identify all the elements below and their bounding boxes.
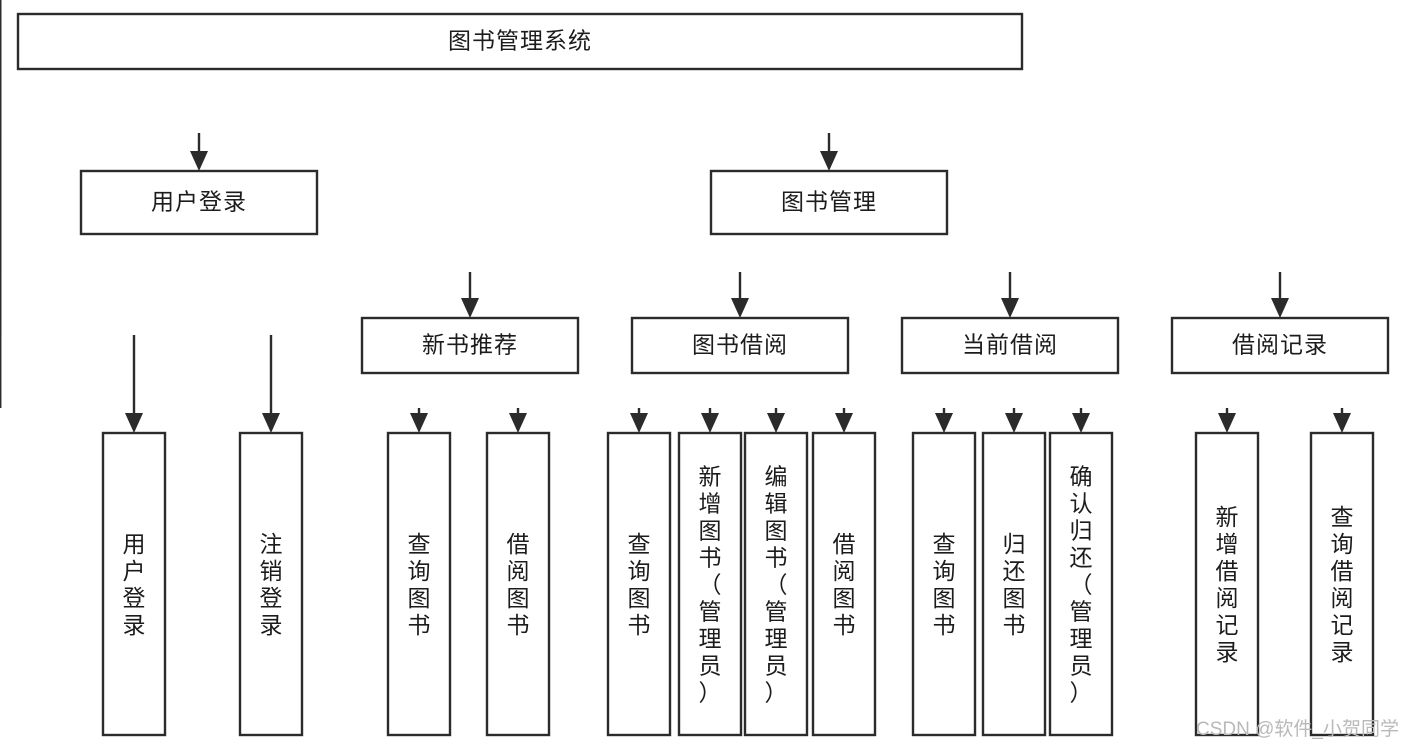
arrow-head-icon — [767, 413, 785, 433]
connectors-layer — [0, 0, 1351, 433]
node-l2-user-login[interactable]: 用户登录 — [79, 169, 319, 236]
node-label: 查询图书 — [628, 531, 651, 638]
node-label: 当前借阅 — [962, 332, 1058, 358]
csdn-watermark: CSDN @软件_小贺同学 — [1196, 718, 1399, 740]
node-label: 借阅记录 — [1232, 332, 1328, 358]
node-label: 确认归还（管理员） — [1070, 464, 1093, 706]
arrow-head-icon — [1001, 298, 1019, 318]
node-box-rect — [386, 431, 452, 737]
arrow-head-icon — [731, 298, 749, 318]
node-l3-book-borrow[interactable]: 图书借阅 — [630, 316, 850, 375]
node-box-rect — [677, 431, 743, 737]
node-label: 查询借阅记录 — [1331, 504, 1354, 665]
arrow-head-icon — [1005, 413, 1023, 433]
node-box-rect — [79, 169, 319, 236]
node-label: 新书推荐 — [422, 332, 518, 358]
node-label: 新增图书（管理员） — [699, 464, 722, 706]
node-box-rect — [16, 12, 1024, 71]
node-label: 图书管理 — [781, 189, 877, 215]
node-box-rect — [360, 316, 580, 375]
node-leaf-leaf-user-login[interactable]: 用户登录 — [101, 431, 167, 737]
node-box-rect — [238, 431, 304, 737]
node-label: 图书借阅 — [692, 332, 788, 358]
node-box-rect — [709, 169, 949, 236]
node-label: 借阅图书 — [507, 531, 530, 638]
arrow-head-icon — [262, 413, 280, 433]
node-label: 编辑图书（管理员） — [765, 464, 788, 706]
node-leaf-leaf-query-book-newbook[interactable]: 查询图书 — [386, 431, 452, 737]
node-label: 归还图书 — [1003, 531, 1026, 638]
node-label: 用户登录 — [123, 531, 146, 638]
node-label: 查询图书 — [933, 531, 956, 638]
node-leaf-leaf-add-borrow-record[interactable]: 新增借阅记录 — [1194, 431, 1260, 737]
node-box-rect — [1309, 431, 1375, 737]
node-leaf-leaf-return-book[interactable]: 归还图书 — [981, 431, 1047, 737]
node-leaf-leaf-confirm-return-admin[interactable]: 确认归还（管理员） — [1048, 431, 1114, 737]
arrow-head-icon — [835, 413, 853, 433]
node-leaf-leaf-add-book-admin[interactable]: 新增图书（管理员） — [677, 431, 743, 737]
node-label: 图书管理系统 — [448, 28, 592, 54]
arrow-head-icon — [410, 413, 428, 433]
node-l3-current-borrow[interactable]: 当前借阅 — [900, 316, 1120, 375]
node-box-rect — [811, 431, 877, 737]
arrow-head-icon — [701, 413, 719, 433]
node-root-book-management-system[interactable]: 图书管理系统 — [16, 12, 1024, 71]
arrow-head-icon — [1333, 413, 1351, 433]
node-box-rect — [900, 316, 1120, 375]
node-leaf-leaf-logout[interactable]: 注销登录 — [238, 431, 304, 737]
arrow-head-icon — [1072, 413, 1090, 433]
node-leaf-leaf-query-book-current[interactable]: 查询图书 — [911, 431, 977, 737]
node-label: 借阅图书 — [833, 531, 856, 638]
node-box-rect — [981, 431, 1047, 737]
node-l3-new-book-recommend[interactable]: 新书推荐 — [360, 316, 580, 375]
node-label: 注销登录 — [260, 531, 283, 638]
arrow-head-icon — [125, 413, 143, 433]
node-box-rect — [485, 431, 551, 737]
node-leaf-leaf-query-borrow-record[interactable]: 查询借阅记录 — [1309, 431, 1375, 737]
arrow-head-icon — [630, 413, 648, 433]
node-label: 查询图书 — [408, 531, 431, 638]
node-box-rect — [630, 316, 850, 375]
node-leaf-leaf-edit-book-admin[interactable]: 编辑图书（管理员） — [743, 431, 809, 737]
node-leaf-leaf-borrow-book-newbook[interactable]: 借阅图书 — [485, 431, 551, 737]
arrow-head-icon — [935, 413, 953, 433]
node-box-rect — [911, 431, 977, 737]
node-box-rect — [101, 431, 167, 737]
node-label: 新增借阅记录 — [1216, 504, 1239, 665]
arrow-head-icon — [461, 298, 479, 318]
node-box-rect — [1170, 316, 1390, 375]
node-box-rect — [743, 431, 809, 737]
arrow-head-icon — [190, 151, 208, 171]
arrow-head-icon — [509, 413, 527, 433]
node-leaf-leaf-query-book-borrow[interactable]: 查询图书 — [606, 431, 672, 737]
arrow-head-icon — [820, 151, 838, 171]
nodes-layer: 图书管理系统用户登录图书管理新书推荐图书借阅当前借阅借阅记录用户登录注销登录查询… — [16, 12, 1390, 737]
node-box-rect — [1194, 431, 1260, 737]
node-box-rect — [1048, 431, 1114, 737]
node-l2-book-management[interactable]: 图书管理 — [709, 169, 949, 236]
node-box-rect — [606, 431, 672, 737]
node-label: 用户登录 — [151, 189, 247, 215]
node-l3-borrow-record[interactable]: 借阅记录 — [1170, 316, 1390, 375]
arrow-head-icon — [1271, 298, 1289, 318]
node-leaf-leaf-borrow-book[interactable]: 借阅图书 — [811, 431, 877, 737]
arrow-head-icon — [1218, 413, 1236, 433]
